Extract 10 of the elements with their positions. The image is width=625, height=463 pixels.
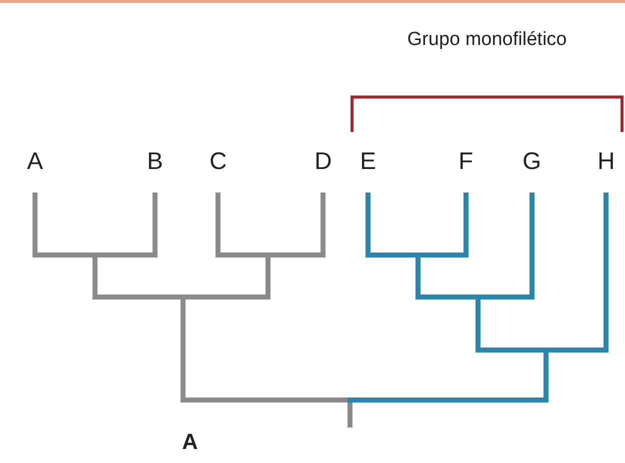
group-label: Grupo monofilético: [406, 28, 568, 52]
taxon-label: E: [360, 147, 376, 177]
taxon-label: C: [210, 147, 227, 177]
taxon-label: A: [27, 147, 44, 177]
taxon-label: D: [314, 147, 332, 177]
panel-letter: A: [182, 428, 198, 456]
taxon-label: G: [522, 147, 542, 177]
taxon-label: B: [147, 147, 164, 177]
taxon-label: H: [598, 147, 615, 177]
taxon-label: F: [458, 147, 474, 177]
